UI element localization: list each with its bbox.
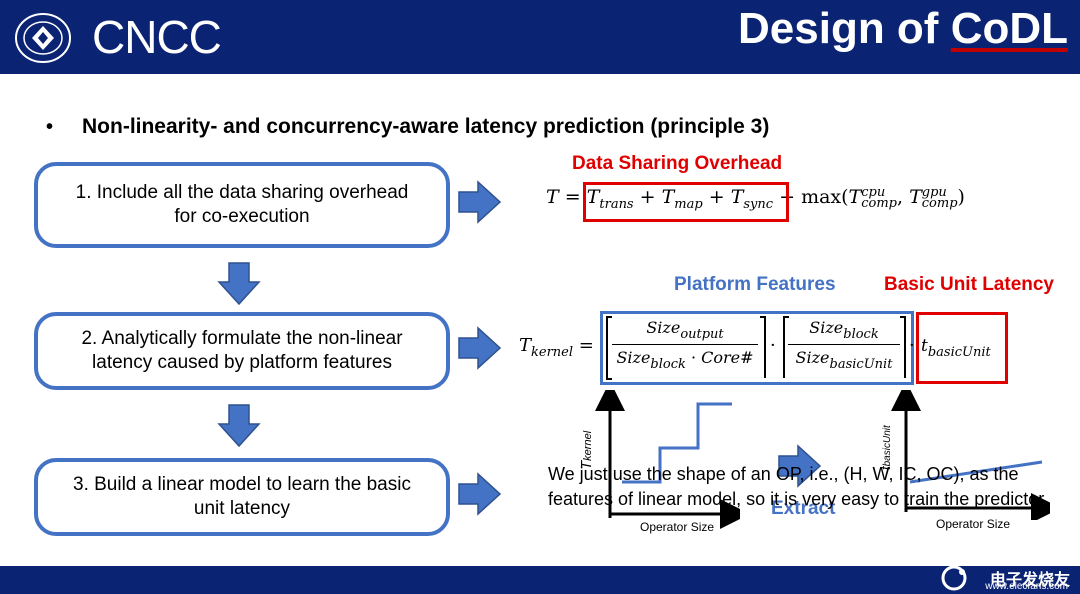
f1-cpu: T [848,186,862,208]
fraction-2-bar [788,344,900,345]
linear-latency-line [909,460,1043,484]
fraction-2-numerator: Sizeblock [788,318,900,342]
linear-model-note: We just use the shape of an OP, i.e., (H… [548,464,1045,509]
f1-gpu-sup: gpu [921,185,947,200]
fraction-1-bar [612,344,758,345]
f2-num2: Size [809,318,844,337]
f2-T: T [519,335,532,356]
kernel-T: Tkernel = [519,335,594,360]
elecfans-logo-icon [941,565,967,591]
f1-map: T [661,186,675,208]
f2-num1: Size [646,318,681,337]
step-latency-line [622,402,732,484]
platform-features-highlight [600,311,914,385]
f2-den1-tail: · Core# [685,348,754,367]
f1-gpu: T [909,186,922,208]
arrow-right-icon [458,180,502,224]
f2-den1-sub: block [650,357,686,372]
f2-dot: · [770,335,776,356]
fraction-2-denominator: SizebasicUnit [788,348,900,372]
basic-unit-highlight [916,312,1008,384]
step-2-line-2: latency caused by platform features [92,352,392,373]
slide-title: Design of CoDL [738,4,1068,54]
step-1-line-1: 1. Include all the data sharing overhead [75,182,409,203]
fraction-1-denominator: Sizeblock · Core# [612,348,758,372]
ceil-right-bracket [760,316,766,378]
cncc-logo: CNCC [92,11,222,63]
title-prefix: Design of [738,4,951,53]
f1-sync-sub: sync [743,197,774,212]
bullet-heading: Non-linearity- and concurrency-aware lat… [82,115,770,138]
bullet-marker: • [46,116,54,138]
footer-brand: 电子发烧友 [989,572,1070,589]
f1-trans-sub: trans [599,197,634,212]
ceil-left-bracket-2 [783,316,789,378]
f2-eq: = [573,335,594,356]
step-3-line-1: 3. Build a linear model to learn the bas… [73,474,411,495]
f1-T: T [546,186,559,208]
f1-map-sub: map [674,197,703,212]
f2-dot-2: · [909,335,915,356]
f1-trans: T [586,186,600,208]
arrow-right-icon [458,472,502,516]
f2-t-sub: basicUnit [927,345,991,360]
f1-cpu-sup: cpu [861,185,886,200]
f1-gpu-sub: comp [921,196,958,211]
f1-plus: + [633,186,662,208]
kernel-latency-chart [595,390,740,529]
arrow-right-icon [458,326,502,370]
ccf-seal-icon [15,13,71,63]
f2-T-sub: kernel [531,345,574,360]
ceil-right-bracket-2 [900,316,906,378]
basic-unit-latency-label: Basic Unit Latency [884,274,1054,295]
right-ylabel-sub: basicUnit [882,425,893,467]
step-1-line-2: for co-execution [174,206,310,227]
step-box-1: 1. Include all the data sharing overhead… [34,162,450,248]
f2-t: t [921,336,928,356]
arrow-right-icon [778,444,822,488]
f2-num2-sub: block [843,327,879,342]
footer-url: www.elecfans.com [985,581,1068,592]
header-bar: CNCC Design of CoDL [0,0,1080,74]
step-2-line-1: 2. Analytically formulate the non-linear [81,328,403,349]
f1-eq: = [558,186,587,208]
left-chart-xlabel: Operator Size [640,520,715,534]
arrow-down-icon [217,262,261,306]
data-sharing-highlight [583,182,789,222]
step-box-3: 3. Build a linear model to learn the bas… [34,458,450,536]
f1-comma: , [897,186,910,208]
right-chart-xlabel: Operator Size [936,517,1011,531]
ceil-left-bracket [606,316,612,380]
footer-bar: 电子发烧友 www.elecfans.com [0,565,1080,594]
f2-den2-sub: basicUnit [829,357,893,372]
basic-unit-latency-chart [891,390,1050,520]
f1-plus: + [702,186,731,208]
f1-max: max( [801,186,849,208]
title-codl: CoDL [950,4,1068,53]
f2-den2: Size [795,348,830,367]
arrow-down-icon [217,404,261,448]
platform-features-label: Platform Features [674,274,836,295]
basic-unit-term: tbasicUnit [921,336,991,360]
f2-den1: Size [616,348,651,367]
step-box-2: 2. Analytically formulate the non-linear… [34,312,450,390]
step-3-line-2: unit latency [193,498,291,519]
f1-cpu-sub: comp [861,196,897,211]
data-sharing-label: Data Sharing Overhead [572,153,783,174]
f2-num1-sub: output [680,327,724,342]
left-ylabel-sub: kernel [582,430,594,461]
extract-label: Extract [771,498,836,519]
fraction-1-numerator: Sizeoutput [612,318,758,342]
f1-sync: T [730,186,744,208]
f1-close: ) [957,186,965,208]
